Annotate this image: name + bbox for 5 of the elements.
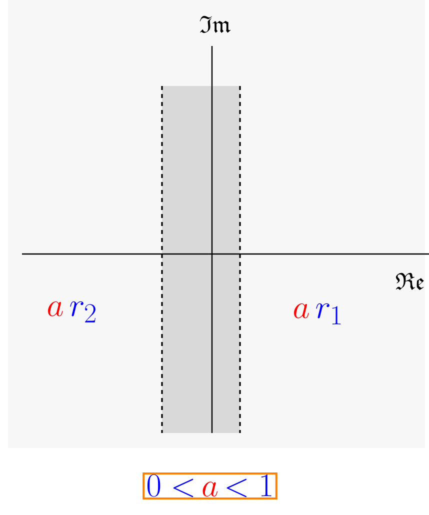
- region-label: ${\color[HTML]{FF0000}a}\,{\color[HTML]{0000FF}r_2}$: [48, 301, 96, 322]
- axis-label: $\mathfrak{Im}$: [200, 16, 231, 33]
- axis-label: $\mathfrak{Re}$: [396, 272, 424, 290]
- condition-box: ${\color[HTML]{0000FF}0<}\,{\color[HTML]{FF0000}a}\,{\color[HTML]{0000FF}<1}$: [142, 472, 278, 500]
- region-label: ${\color[HTML]{FF0000}a}\,{\color[HTML]{0000FF}r_1}$: [294, 303, 341, 324]
